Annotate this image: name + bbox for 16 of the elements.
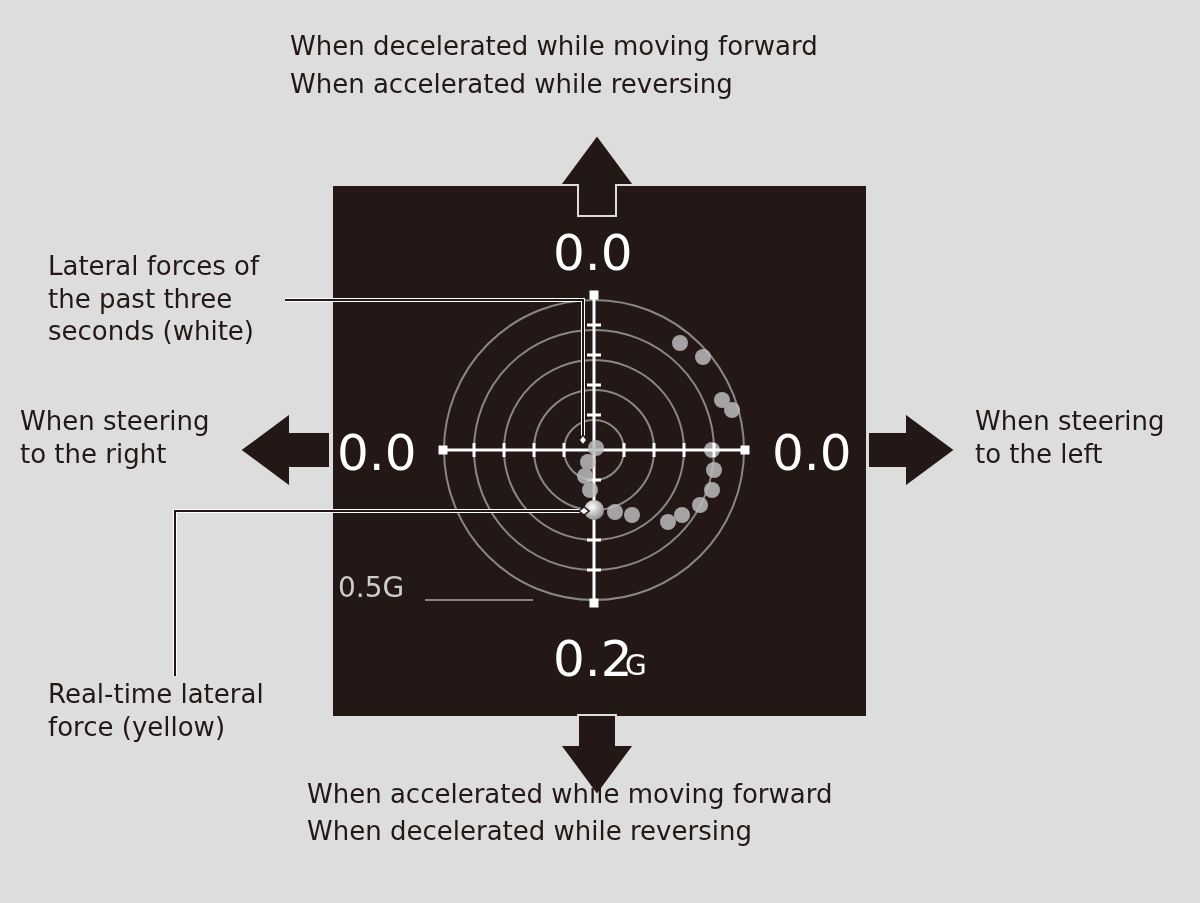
scale-label: 0.5G	[338, 570, 405, 605]
callout-label: Lateral forces of the past three seconds (white)	[48, 250, 288, 348]
direction-caption: When steering to the right	[20, 405, 211, 470]
direction-caption: When accelerated while reversing	[290, 68, 733, 101]
axis-value: 0.0	[337, 423, 417, 484]
leader-line	[284, 298, 588, 446]
direction-caption: When steering to the left	[975, 405, 1166, 470]
direction-caption: When accelerated while moving forward	[307, 778, 833, 811]
force-dots-drawing	[577, 440, 604, 498]
ball-marker	[584, 500, 604, 520]
direction-caption: When decelerated while moving forward	[290, 30, 818, 63]
leader-line	[173, 506, 590, 677]
direction-caption: When decelerated while reversing	[307, 815, 752, 848]
callout-label: Real-time lateral force (yellow)	[48, 678, 308, 743]
axis-value: 0.0	[553, 223, 633, 284]
axis-value: 0.0	[772, 423, 852, 484]
